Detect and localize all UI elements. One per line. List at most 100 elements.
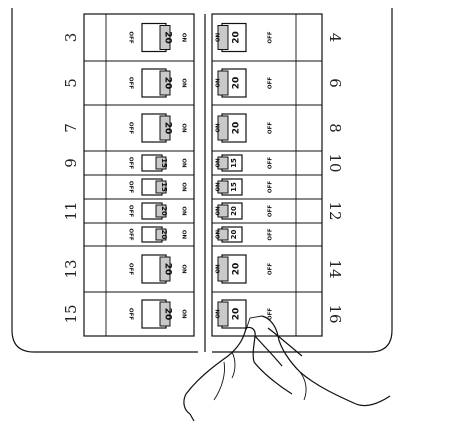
amperage-label: 20 [232, 77, 242, 90]
amperage-label: 20 [163, 263, 173, 276]
breaker-right-1[interactable]: 20 ON OFF [212, 60, 322, 98]
toggle-lever[interactable] [155, 156, 167, 170]
hand-illustration [183, 315, 391, 421]
off-label: OFF [128, 157, 134, 169]
amperage-label: 20 [163, 77, 173, 90]
off-label: OFF [268, 181, 274, 193]
amperage-label: 20 [163, 122, 173, 135]
on-label: ON [216, 309, 222, 319]
toggle-lever[interactable] [159, 115, 171, 141]
toggle-lever[interactable] [155, 228, 167, 241]
amperage-label: 20 [232, 31, 242, 44]
amperage-label: 20 [230, 230, 238, 240]
off-label: OFF [128, 31, 134, 43]
off-label: OFF [268, 228, 274, 240]
panel-enclosure [11, 8, 198, 353]
position-number: 8 [326, 123, 344, 133]
toggle-lever[interactable] [155, 180, 167, 194]
off-label: OFF [268, 77, 274, 89]
off-label: OFF [268, 308, 274, 320]
position-number: 14 [326, 259, 344, 278]
breaker-right-2[interactable]: 20 ON OFF [212, 104, 322, 143]
off-label: OFF [128, 181, 134, 193]
amperage-label: 15 [160, 158, 168, 168]
toggle-lever[interactable] [217, 301, 229, 327]
amperage-label: 15 [230, 158, 238, 168]
position-number: 15 [62, 304, 80, 323]
off-label: OFF [268, 263, 274, 275]
toggle-lever[interactable] [217, 256, 229, 282]
amperage-label: 20 [163, 31, 173, 44]
amperage-label: 20 [230, 206, 238, 216]
toggle-lever[interactable] [217, 228, 229, 241]
breaker-right-0[interactable]: 20 ON OFF [212, 13, 322, 53]
toggle-lever[interactable] [159, 301, 171, 327]
toggle-lever[interactable] [217, 25, 229, 50]
on-label: ON [181, 309, 187, 319]
off-label: OFF [268, 205, 274, 217]
toggle-lever[interactable] [217, 156, 229, 170]
toggle-lever[interactable] [159, 70, 171, 96]
off-label: OFF [128, 122, 134, 134]
off-label: OFF [128, 77, 134, 89]
position-number: 10 [326, 153, 344, 172]
toggle-lever[interactable] [217, 70, 229, 96]
breaker-right-4[interactable]: 15 ON OFF [212, 174, 322, 196]
off-label: OFF [128, 205, 134, 217]
amperage-label: 20 [232, 122, 242, 135]
on-label: ON [216, 182, 222, 192]
breaker-right-6[interactable]: 20 ON OFF [212, 222, 322, 243]
on-label: ON [181, 264, 187, 274]
on-label: ON [216, 158, 222, 168]
amperage-label: 20 [232, 308, 242, 321]
amperage-label: 15 [160, 182, 168, 192]
on-label: ON [216, 78, 222, 88]
amperage-label: 15 [230, 182, 238, 192]
position-number: 6 [326, 78, 344, 88]
off-label: OFF [128, 228, 134, 240]
off-label: OFF [128, 308, 134, 320]
on-label: ON [216, 123, 222, 133]
toggle-lever[interactable] [217, 204, 229, 218]
on-label: ON [216, 32, 222, 42]
breaker-left-4[interactable]: 15 ON OFF [84, 174, 194, 196]
on-label: ON [216, 264, 222, 274]
breaker-left-5[interactable]: 20 ON OFF [84, 198, 194, 220]
toggle-lever[interactable] [217, 115, 229, 141]
breaker-left-0[interactable]: 20 ON OFF [84, 13, 194, 53]
breaker-left-2[interactable]: 20 ON OFF [84, 104, 194, 143]
breaker-right-8[interactable]: 20 ON OFF [212, 291, 322, 329]
position-number: 3 [62, 33, 80, 43]
on-label: ON [181, 123, 187, 133]
toggle-lever[interactable] [155, 204, 167, 218]
amperage-label: 20 [160, 206, 168, 216]
breaker-left-1[interactable]: 20 ON OFF [84, 60, 194, 98]
off-label: OFF [268, 31, 274, 43]
position-number: 12 [326, 201, 344, 220]
position-number: 5 [62, 78, 80, 88]
on-label: ON [181, 206, 187, 216]
on-label: ON [181, 78, 187, 88]
on-label: ON [216, 229, 222, 239]
toggle-lever[interactable] [159, 256, 171, 282]
on-label: ON [181, 230, 187, 240]
toggle-lever[interactable] [159, 25, 171, 50]
off-label: OFF [268, 122, 274, 134]
toggle-lever[interactable] [217, 180, 229, 194]
on-label: ON [181, 33, 187, 43]
on-label: ON [181, 182, 187, 192]
position-number: 4 [326, 33, 344, 43]
breaker-left-6[interactable]: 20 ON OFF [84, 222, 194, 243]
amperage-label: 20 [160, 230, 168, 240]
